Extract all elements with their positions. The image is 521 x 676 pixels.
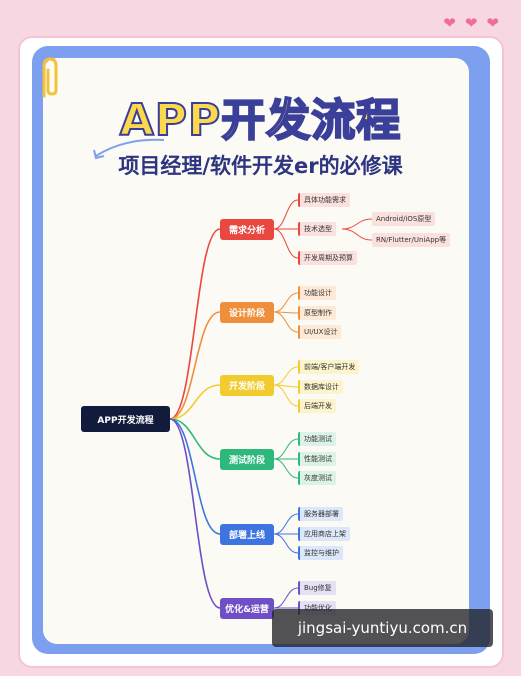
stage-node: 开发阶段	[220, 374, 274, 396]
stage-item: 数据库设计	[298, 380, 343, 394]
stage-subitem: Android/iOS原型	[372, 212, 436, 226]
paperclip-icon	[42, 57, 58, 98]
swoosh-decoration	[93, 138, 165, 160]
stage-subitem: RN/Flutter/UniApp等	[372, 233, 451, 247]
page-title: APP开发流程	[119, 94, 402, 147]
stage-item: 灰度测试	[298, 471, 336, 485]
stage-item: 前端/客户端开发	[298, 360, 360, 374]
hearts-decoration: ❤ ❤ ❤	[443, 16, 499, 31]
heart-icon: ❤	[486, 14, 499, 32]
stage-item: 技术选型	[298, 222, 336, 236]
stage-item: 应用商店上架	[298, 527, 350, 541]
stage-item: UI/UX设计	[298, 325, 342, 339]
stage-node: 优化&运营	[220, 597, 274, 619]
stage-item: 开发周期及预算	[298, 251, 357, 265]
stage-item: 服务器部署	[298, 507, 343, 521]
stage-item: 具体功能需求	[298, 193, 350, 207]
watermark: jingsai-yuntiyu.com.cn	[272, 609, 493, 647]
stage-item: 监控与维护	[298, 546, 343, 560]
stage-node: 设计阶段	[220, 301, 274, 323]
stage-item: 后端开发	[298, 399, 336, 413]
heart-icon: ❤	[464, 14, 478, 32]
content-card	[43, 58, 469, 644]
stage-item: 功能设计	[298, 286, 336, 300]
stage-node: 部署上线	[220, 523, 274, 545]
page-subtitle: 项目经理/软件开发er的必修课	[118, 154, 403, 178]
stage-node: 测试阶段	[220, 448, 274, 470]
stage-item: Bug修复	[298, 581, 336, 595]
stage-item: 功能测试	[298, 432, 336, 446]
stage-item: 原型制作	[298, 306, 336, 320]
root-node: APP开发流程	[81, 406, 170, 432]
stage-item: 性能测试	[298, 452, 336, 466]
heart-icon: ❤	[443, 14, 456, 32]
stage-node: 需求分析	[220, 218, 274, 240]
